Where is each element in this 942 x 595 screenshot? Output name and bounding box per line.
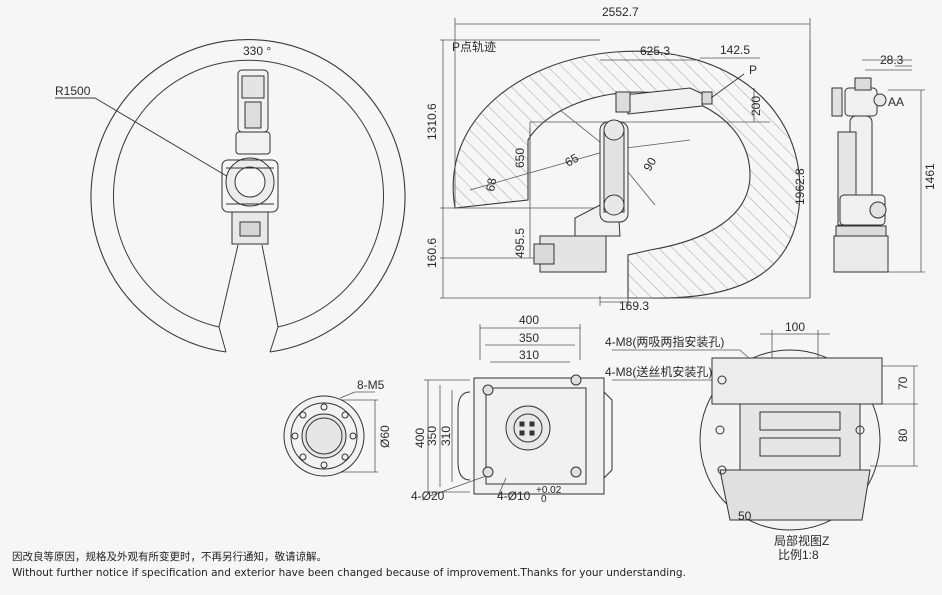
- aa-label: AA: [888, 95, 904, 109]
- base-dim-350-h: 350: [425, 426, 439, 446]
- bolt-label: 8-M5: [357, 378, 385, 392]
- dim-28: 28.3: [880, 53, 904, 67]
- callout-m8-feeder: 4-M8(送丝机安装孔): [605, 364, 712, 379]
- dim-68: 68: [483, 177, 499, 193]
- angle-label: 330 °: [243, 44, 271, 58]
- detail-title: 局部视图Z: [774, 533, 829, 548]
- robot-side-body: [533, 87, 713, 273]
- front-view: [831, 59, 925, 273]
- base-dim-310-h: 310: [439, 426, 453, 446]
- tolerance-upper: +0.02: [536, 485, 562, 496]
- hole-20-label: 4-Ø20: [411, 489, 445, 503]
- detail-dim-100: 100: [785, 320, 805, 334]
- hole-10-label: 4-Ø10: [497, 489, 531, 503]
- dim-169: 169.3: [619, 299, 649, 313]
- detail-dim-70: 70: [896, 376, 910, 390]
- dim-width: 2552.7: [602, 5, 639, 19]
- dim-160: 160.6: [425, 238, 439, 268]
- dim-1461: 1461: [923, 163, 937, 190]
- detail-scale: 比例1:8: [778, 548, 819, 562]
- notice-english: Without further notice if specification …: [12, 567, 686, 579]
- dim-495: 495.5: [513, 228, 527, 258]
- dim-142: 142.5: [720, 43, 750, 57]
- notice-chinese: 因改良等原因，规格及外观有所变更时，不再另行通知，敬请谅解。: [12, 551, 327, 563]
- radius-label: R1500: [55, 84, 91, 98]
- dim-65: 65: [563, 151, 582, 170]
- base-dim-310-w: 310: [519, 348, 539, 362]
- detail-dim-80: 80: [896, 428, 910, 442]
- tolerance-lower: 0: [541, 494, 547, 505]
- detail-dim-50: 50: [738, 509, 752, 523]
- side-view: [440, 18, 811, 306]
- robot-top-body: [221, 69, 279, 245]
- callout-m8-gripper: 4-M8(两吸两指安装孔): [605, 334, 724, 349]
- p-point-label: P: [749, 63, 757, 77]
- dim-200: 200: [749, 96, 763, 116]
- dim-650: 650: [513, 148, 527, 168]
- dim-1310: 1310.6: [425, 103, 439, 140]
- top-view: [55, 39, 406, 353]
- dim-90: 90: [640, 155, 659, 174]
- flange-view: [283, 391, 378, 477]
- base-dim-400-w: 400: [519, 313, 539, 327]
- dia-label: Ø60: [378, 425, 392, 448]
- dim-1962: 1962.8: [793, 168, 807, 205]
- base-dim-400-h: 400: [413, 428, 427, 448]
- dim-625: 625.3: [640, 44, 670, 58]
- base-plate-view: [424, 324, 613, 497]
- detail-view-z: [612, 330, 918, 531]
- base-dim-350-w: 350: [519, 331, 539, 345]
- p-track-label: P点轨迹: [452, 40, 496, 54]
